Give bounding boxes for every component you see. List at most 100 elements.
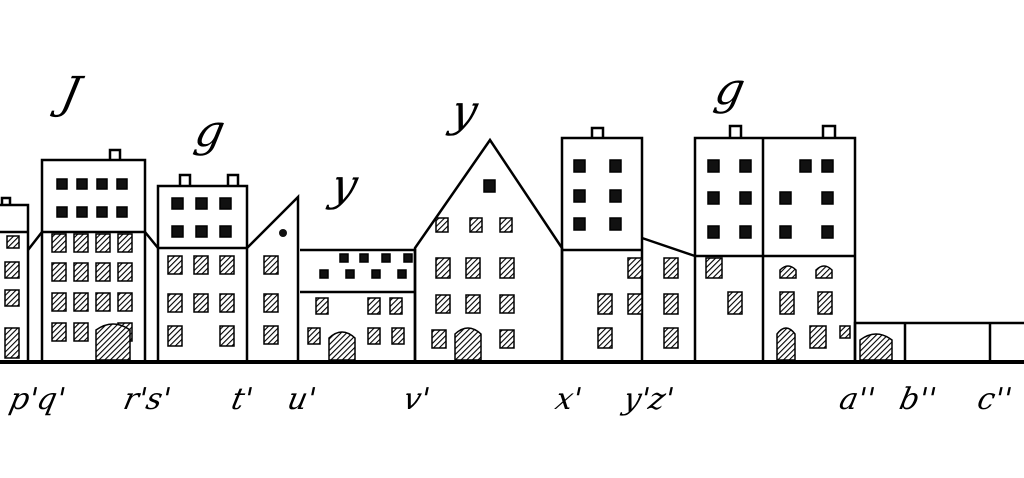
window xyxy=(779,191,792,205)
house-8-outline xyxy=(693,136,857,360)
window xyxy=(799,159,812,173)
window xyxy=(707,159,720,173)
door xyxy=(859,333,893,361)
window xyxy=(117,262,133,282)
window xyxy=(95,233,111,253)
window xyxy=(95,292,111,312)
window xyxy=(359,253,369,263)
window xyxy=(51,233,67,253)
window xyxy=(739,225,752,239)
window xyxy=(483,179,496,193)
window xyxy=(4,327,20,359)
window xyxy=(171,225,184,238)
window xyxy=(465,257,481,279)
window xyxy=(707,191,720,205)
window xyxy=(435,217,449,233)
window xyxy=(627,293,643,315)
window xyxy=(117,233,133,253)
window xyxy=(499,257,515,279)
window xyxy=(116,206,128,218)
window xyxy=(219,197,232,210)
window xyxy=(367,327,381,345)
window xyxy=(573,189,586,203)
window xyxy=(171,197,184,210)
label-rs: r's' xyxy=(120,382,174,417)
window xyxy=(779,291,795,315)
window xyxy=(779,225,792,239)
arched-window xyxy=(779,265,833,279)
window xyxy=(96,178,108,190)
window xyxy=(609,189,622,203)
window xyxy=(499,217,513,233)
window xyxy=(345,269,355,279)
window xyxy=(51,292,67,312)
window xyxy=(573,159,586,173)
window xyxy=(821,225,834,239)
window xyxy=(193,293,209,313)
window xyxy=(403,253,413,263)
window xyxy=(96,206,108,218)
chimney-1 xyxy=(108,148,122,160)
window xyxy=(76,178,88,190)
window xyxy=(76,206,88,218)
window xyxy=(315,297,329,315)
window xyxy=(4,261,20,279)
window xyxy=(367,297,381,315)
house-2-outline xyxy=(156,184,249,360)
window xyxy=(609,159,622,173)
house-7-roof xyxy=(641,236,696,258)
window xyxy=(817,291,833,315)
house-1-outline xyxy=(40,158,147,360)
window xyxy=(116,178,128,190)
roof-link-1 xyxy=(144,231,159,249)
window xyxy=(465,294,481,314)
window xyxy=(73,292,89,312)
window xyxy=(193,255,209,275)
window xyxy=(219,325,235,347)
window xyxy=(56,206,68,218)
house-5-gable xyxy=(413,137,564,360)
window xyxy=(739,159,752,173)
window xyxy=(263,293,279,313)
window xyxy=(73,322,89,342)
window xyxy=(51,262,67,282)
window xyxy=(371,269,381,279)
window xyxy=(597,293,613,315)
window xyxy=(663,293,679,315)
window xyxy=(319,269,329,279)
chimney-6 xyxy=(590,126,605,138)
window xyxy=(705,257,723,279)
window xyxy=(821,191,834,205)
house-3-gable xyxy=(246,193,300,360)
window xyxy=(219,293,235,313)
window xyxy=(809,325,827,349)
window xyxy=(397,269,407,279)
window xyxy=(167,325,183,347)
label-yz: y'z' xyxy=(620,382,677,417)
window xyxy=(663,257,679,279)
door xyxy=(328,331,356,361)
window xyxy=(263,325,279,345)
label-b: b'' xyxy=(896,382,940,417)
window xyxy=(739,191,752,205)
house-0-floor xyxy=(0,230,43,251)
window xyxy=(73,262,89,282)
window xyxy=(389,297,403,315)
window xyxy=(95,262,111,282)
window xyxy=(435,257,451,279)
label-pq: p'q' xyxy=(6,382,69,417)
window xyxy=(707,225,720,239)
window xyxy=(727,291,743,315)
door xyxy=(95,323,131,361)
window xyxy=(597,327,613,349)
window xyxy=(6,235,20,249)
window xyxy=(469,217,483,233)
window xyxy=(73,233,89,253)
window xyxy=(499,329,515,349)
window xyxy=(381,253,391,263)
round-window xyxy=(279,229,287,237)
window xyxy=(195,225,208,238)
door xyxy=(776,327,796,361)
door xyxy=(454,327,482,361)
